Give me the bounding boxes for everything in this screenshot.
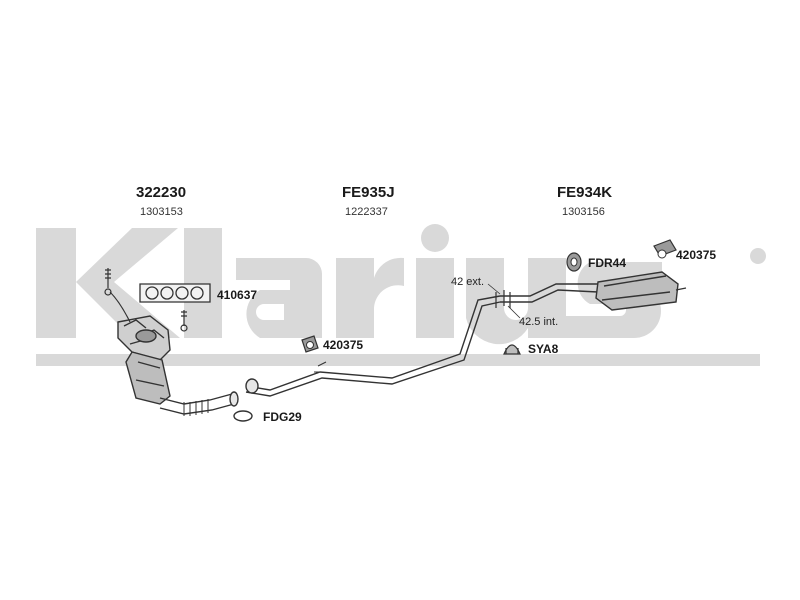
catalytic-converter: [125, 351, 171, 405]
clamp-icon: [503, 344, 521, 355]
part-label-gasket-set: 410637: [217, 288, 258, 302]
rear-silencer: [595, 271, 687, 311]
flex-pipe: [159, 391, 239, 416]
part-label-clamp: SYA8: [528, 342, 559, 356]
rubber-mount-icon: [566, 252, 582, 272]
part-label-gasket-front: FDG29: [263, 410, 302, 424]
group-ref-1: 1303153: [140, 206, 183, 218]
group-ref-3: 1303156: [562, 206, 605, 218]
hanger-icon: [653, 239, 677, 259]
group-ref-2: 1222337: [345, 206, 388, 218]
middle-pipe: [245, 295, 501, 397]
stud-icon: [104, 268, 188, 332]
group-code-3: FE934K: [557, 184, 613, 201]
rear-pipe: [500, 283, 599, 303]
hanger-mid-icon: [301, 335, 319, 353]
note-int-diameter: 42.5 int.: [519, 316, 559, 328]
part-label-hanger-rear: 420375: [676, 248, 717, 262]
watermark: [36, 224, 766, 366]
note-ext-diameter: 42 ext.: [451, 276, 485, 288]
part-label-hanger-mid: 420375: [323, 338, 364, 352]
manifold-gasket-set: [139, 283, 211, 303]
part-label-rubber-mount: FDR44: [588, 256, 627, 270]
pipe-joint: [495, 290, 511, 308]
gasket-ring-icon: [233, 410, 253, 422]
exhaust-manifold: [117, 315, 171, 361]
group-code-2: FE935J: [342, 184, 395, 201]
group-code-1: 322230: [136, 184, 187, 201]
